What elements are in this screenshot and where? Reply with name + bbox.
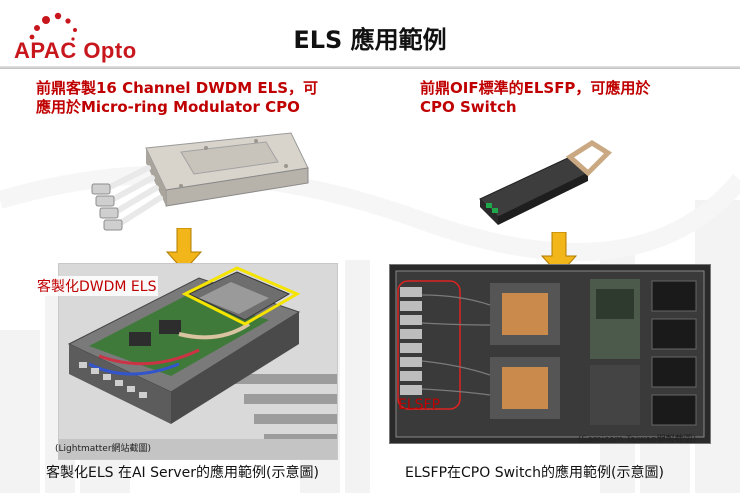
down-arrow-icon (166, 228, 202, 272)
left-image-credit: (Lightmatter網站截圖) (55, 444, 152, 454)
page-title: ELS 應用範例 (293, 26, 447, 54)
left-caption: 客製化ELS 在AI Server的應用範例(示意圖) (46, 465, 319, 481)
ai-server-render (58, 263, 338, 460)
left-heading: 前鼎客製16 Channel DWDM ELS，可 應用於Micro-ring … (36, 79, 318, 117)
right-heading-line1: 前鼎OIF標準的ELSFP，可應用於 (420, 79, 651, 97)
logo-wordmark: APAC Opto (14, 38, 137, 63)
dwdm-els-module-photo (91, 132, 309, 231)
right-heading: 前鼎OIF標準的ELSFP，可應用於 CPO Switch (420, 79, 650, 117)
header-divider (0, 66, 740, 69)
right-heading-line2: CPO Switch (420, 98, 517, 116)
dwdm-els-image-label: 客製化DWDM ELS (35, 276, 159, 296)
left-heading-line2: 應用於Micro-ring Modulator CPO (36, 98, 300, 116)
left-heading-line1: 前鼎客製16 Channel DWDM ELS，可 (36, 79, 319, 97)
apac-opto-logo (29, 12, 77, 41)
elsfp-module-photo (479, 140, 612, 225)
right-image-credit: (Semicom Taiwan開報截圖) (578, 435, 697, 445)
elsfp-image-label: ELSFP (398, 397, 441, 413)
cpo-switch-render (389, 264, 711, 444)
right-caption: ELSFP在CPO Switch的應用範例(示意圖) (405, 465, 664, 481)
